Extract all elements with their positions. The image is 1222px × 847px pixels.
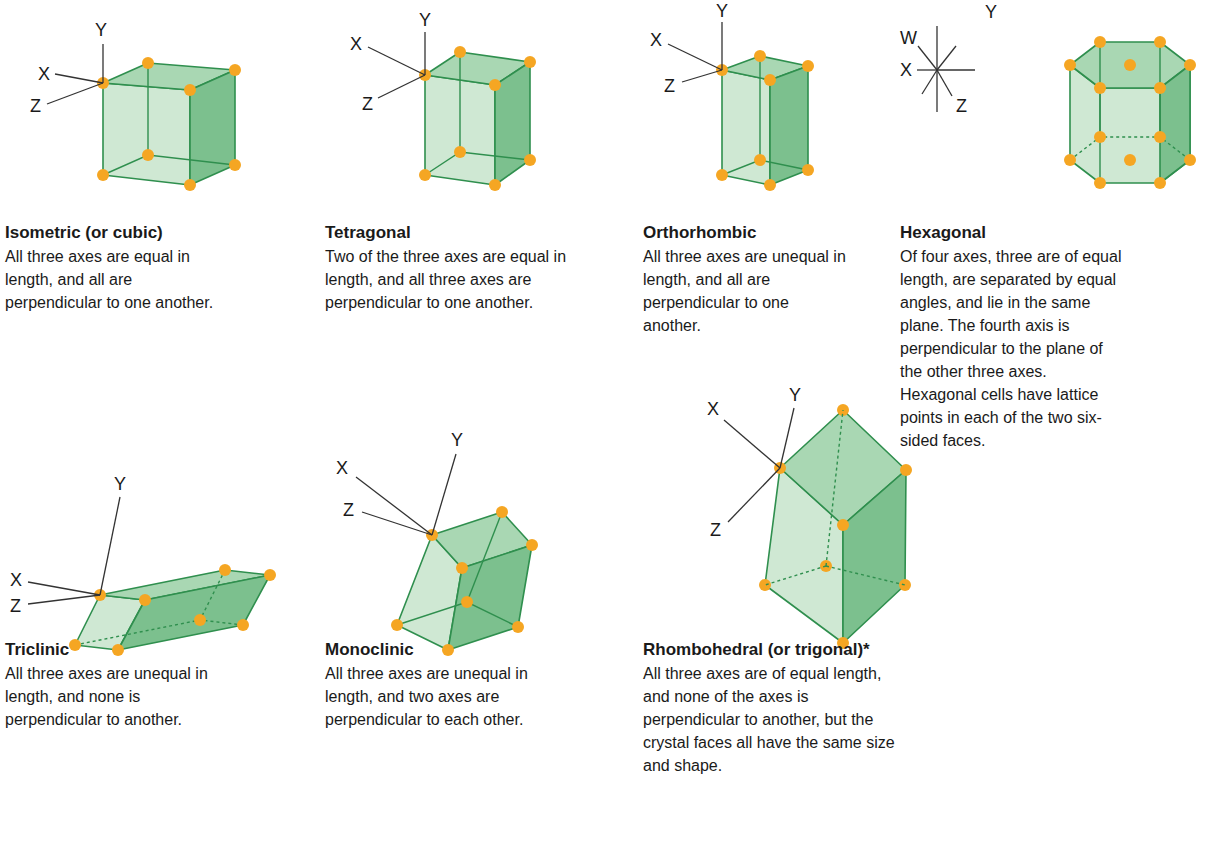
axis-label: Z <box>343 500 354 520</box>
triclinic-cell <box>28 497 276 656</box>
cubic-cell <box>47 44 241 191</box>
system-name: Tetragonal <box>325 222 411 244</box>
system-description: All three axes are of equal length, and … <box>643 662 908 777</box>
system-name: Isometric (or cubic) <box>5 222 163 244</box>
axis-label: Z <box>956 96 967 116</box>
axis-label: X <box>900 60 912 80</box>
system-description: All three axes are equal in length, and … <box>5 245 220 314</box>
axis-label: Z <box>710 520 721 540</box>
system-description: All three axes are unequal in length, an… <box>5 662 225 731</box>
axis-label: X <box>336 458 348 478</box>
system-name: Hexagonal <box>900 222 986 244</box>
monoclinic-cell <box>356 454 538 656</box>
axis-label: Y <box>789 385 801 405</box>
system-name: Triclinic <box>5 639 69 661</box>
system-name: Monoclinic <box>325 639 414 661</box>
system-name: Orthorhombic <box>643 222 756 244</box>
axis-label: X <box>650 30 662 50</box>
tetragonal-cell <box>368 32 536 191</box>
axis-label: Y <box>419 10 431 30</box>
axis-label: Y <box>114 474 126 494</box>
axis-label: X <box>350 34 362 54</box>
system-description: Of four axes, three are of equal length,… <box>900 245 1122 452</box>
axis-label: X <box>10 570 22 590</box>
axis-label: W <box>900 28 917 48</box>
system-description: Two of the three axes are equal in lengt… <box>325 245 600 314</box>
axis-label: Z <box>362 94 373 114</box>
hexagonal-cell <box>917 26 1196 189</box>
system-description: All three axes are unequal in length, an… <box>643 245 848 337</box>
axis-label: X <box>38 64 50 84</box>
orthorhombic-cell <box>668 22 814 191</box>
rhombohedral-cell <box>724 404 912 649</box>
axis-label: Z <box>10 596 21 616</box>
axis-label: X <box>707 399 719 419</box>
axis-label: Y <box>451 430 463 450</box>
system-name: Rhombohedral (or trigonal)* <box>643 639 870 661</box>
system-description: All three axes are unequal in length, an… <box>325 662 550 731</box>
axis-label: Y <box>716 1 728 21</box>
axis-label: Y <box>95 20 107 40</box>
axis-label: Z <box>664 76 675 96</box>
axis-label: Y <box>985 2 997 22</box>
axis-label: Z <box>30 96 41 116</box>
